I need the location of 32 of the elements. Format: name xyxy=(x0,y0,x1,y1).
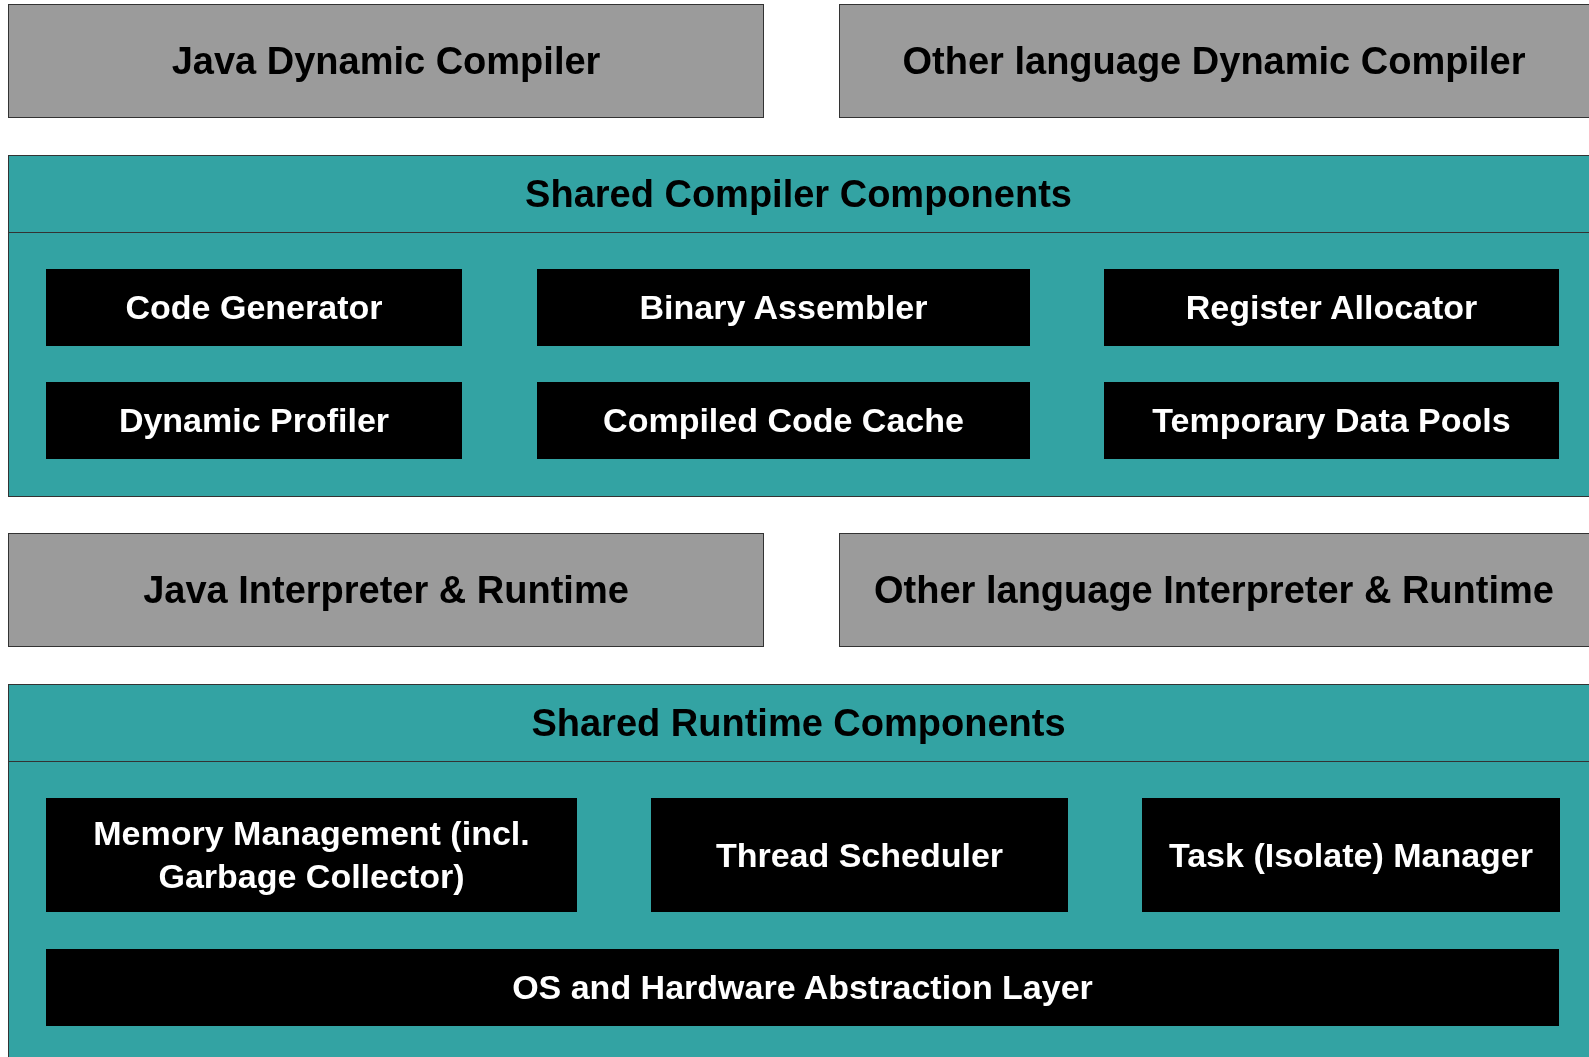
component-box xyxy=(46,269,462,346)
component-group-panel xyxy=(8,684,1589,1057)
component-group-panel xyxy=(8,155,1589,497)
component-label: Other language Interpreter & Runtime xyxy=(874,568,1554,613)
group-heading: Shared Compiler Components xyxy=(525,172,1072,216)
component-box xyxy=(839,533,1589,647)
component-box xyxy=(537,382,1030,459)
component-label: Temporary Data Pools xyxy=(1152,400,1511,441)
component-label: Binary Assembler xyxy=(639,287,928,328)
component-label: Code Generator xyxy=(125,287,383,328)
component-label: Other language Dynamic Compiler xyxy=(902,39,1526,84)
component-box xyxy=(46,798,577,912)
component-box xyxy=(839,4,1589,118)
component-box xyxy=(537,269,1030,346)
component-box xyxy=(1104,382,1559,459)
component-label: Task (Isolate) Manager xyxy=(1168,834,1533,876)
group-heading: Shared Runtime Components xyxy=(531,701,1066,745)
component-label: Memory Management (incl. Garbage Collector) xyxy=(92,813,531,897)
component-label: Thread Scheduler xyxy=(715,834,1004,876)
component-label: Java Dynamic Compiler xyxy=(171,39,601,84)
component-box xyxy=(1104,269,1559,346)
component-label: Dynamic Profiler xyxy=(118,400,390,441)
component-label: Java Interpreter & Runtime xyxy=(143,568,629,613)
component-box xyxy=(46,382,462,459)
component-box xyxy=(8,4,764,118)
component-box xyxy=(651,798,1068,912)
component-box xyxy=(8,533,764,647)
component-label: Register Allocator xyxy=(1185,287,1478,328)
component-label: OS and Hardware Abstraction Layer xyxy=(512,967,1093,1008)
component-box xyxy=(1142,798,1560,912)
component-label: Compiled Code Cache xyxy=(603,400,964,441)
component-box xyxy=(46,949,1559,1026)
